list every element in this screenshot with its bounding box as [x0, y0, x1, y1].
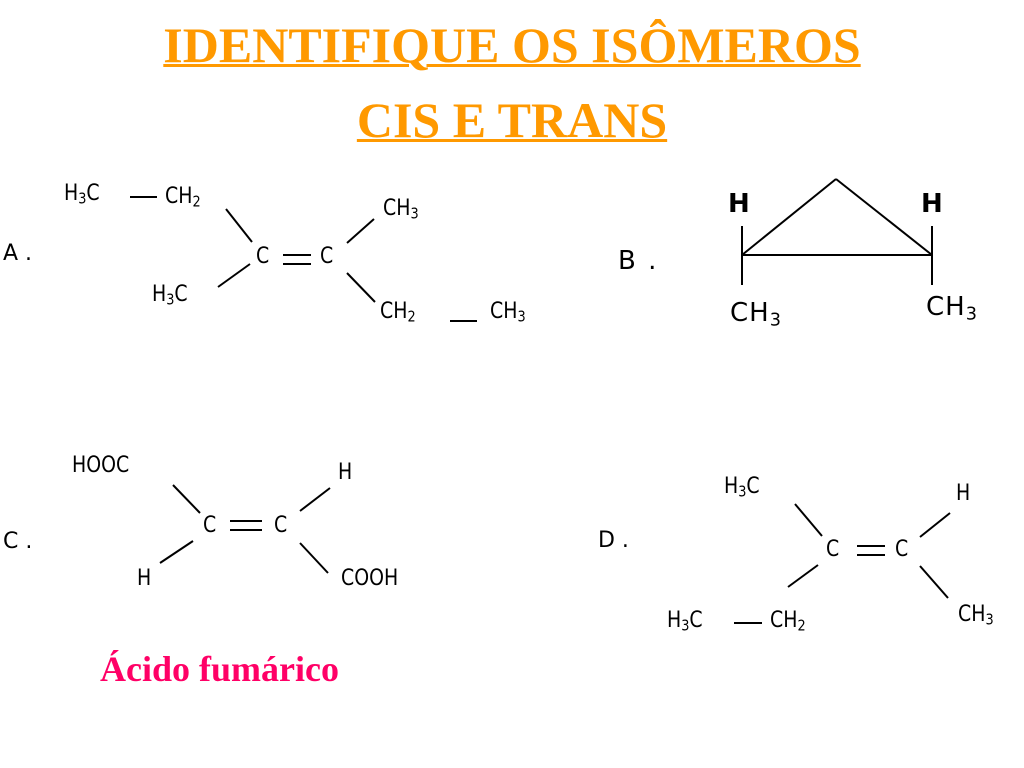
c-h-right: H [338, 460, 353, 485]
caption-fumaric-acid: Ácido fumárico [100, 649, 339, 689]
a-carbon-2: C [320, 244, 334, 269]
bond-b-right-side [835, 178, 933, 256]
a-ch2-bottom: CH2 [380, 299, 416, 326]
structure-b-label: B . [618, 246, 659, 276]
c-carbon-2: C [274, 513, 288, 538]
c-carbon-1: C [203, 513, 217, 538]
bond-d-c1-ch2 [787, 564, 819, 588]
structure-a-label: A . [3, 241, 33, 266]
bond-a-c1-h3c [217, 263, 251, 288]
bond-c-c1-h [159, 540, 194, 564]
structure-c-label: C . [3, 529, 33, 554]
d-h-right: H [956, 481, 971, 506]
bond-a-c2-ch3 [346, 218, 375, 244]
a-ch3-right: CH3 [383, 196, 419, 223]
bond-c-c2-h [299, 487, 331, 512]
c-hooc: HOOC [72, 453, 130, 478]
bond-a-ch2-c1 [225, 208, 253, 243]
bond-c-hooc-c1 [172, 484, 201, 514]
d-h3c-bottom: H3C [667, 608, 703, 635]
bond-d-c2-h [919, 512, 951, 538]
b-ch3-left: CH3 [730, 298, 782, 331]
a-carbon-1: C [256, 244, 270, 269]
a-ch3-bottom: CH3 [490, 299, 526, 326]
d-ch2-bottom: CH2 [770, 608, 806, 635]
structure-d-label: D . [598, 528, 629, 553]
bond-b-left-side [741, 178, 837, 256]
b-h-right: H [921, 189, 944, 219]
b-h-left: H [728, 189, 751, 219]
d-carbon-2: C [895, 537, 909, 562]
d-h3c-top: H3C [724, 474, 760, 501]
bond-d-c2-ch3 [919, 565, 949, 599]
bond-d-h3c-c1 [794, 503, 823, 537]
a-ch2-top: CH2 [165, 184, 201, 211]
b-ch3-right: CH3 [926, 292, 978, 325]
d-ch3-right: CH3 [958, 602, 994, 629]
title-line-1: IDENTIFIQUE OS ISÔMEROS [163, 17, 861, 73]
a-h3c-left: H3C [152, 282, 188, 309]
d-carbon-1: C [826, 537, 840, 562]
c-h-left: H [137, 566, 152, 591]
title-line-2: CIS E TRANS [356, 92, 668, 148]
bond-a-c2-ch2 [346, 272, 376, 303]
c-cooh: COOH [341, 566, 399, 591]
bond-c-c2-cooh [299, 542, 329, 574]
a-h3c-top: H3C [64, 181, 100, 208]
